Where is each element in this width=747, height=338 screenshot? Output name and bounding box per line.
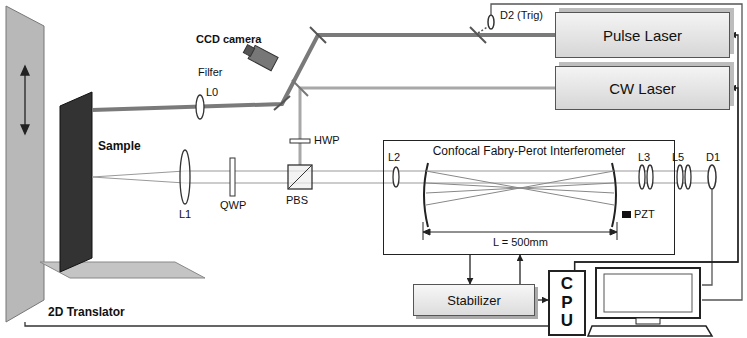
computer-monitor [588, 268, 712, 336]
part-label: CCD camera [196, 33, 261, 46]
pbs-diagonal [288, 165, 312, 189]
lens-l3 [647, 165, 653, 189]
laser-box: Pulse Laser [555, 12, 730, 58]
part-label: HWP [314, 134, 340, 147]
part-label: L = 500mm [493, 236, 548, 249]
mirror [274, 96, 290, 110]
mirror [310, 27, 326, 43]
pzt-block [622, 211, 631, 218]
mirror [292, 80, 308, 96]
pbs-cube [288, 165, 312, 189]
node-label: Pulse Laser [603, 27, 682, 44]
stabilizer-box: Stabilizer [413, 284, 535, 316]
ccd-camera [242, 42, 278, 71]
part-label: D1 [706, 151, 720, 164]
lens-l5 [677, 165, 683, 189]
translator-wall [6, 6, 44, 322]
trigger-path [478, 26, 489, 33]
part-label: L5 [672, 151, 684, 164]
cavity-rays [426, 171, 614, 205]
part-label: Sample [98, 140, 141, 154]
translator-arrow [21, 66, 29, 134]
lens-l3 [639, 165, 645, 189]
lens-l1 [180, 150, 190, 204]
cpu-box: CPU [548, 270, 586, 336]
pulse-beam [92, 35, 555, 110]
part-label: Filfer [198, 66, 222, 79]
part-label: D2 (Trig) [500, 9, 543, 22]
cavity-mirror [424, 163, 428, 227]
signal-connector [535, 299, 548, 300]
translator-wire [25, 322, 548, 326]
part-label: QWP [220, 199, 246, 212]
node-label: CW Laser [609, 80, 676, 97]
part-label: L3 [638, 151, 650, 164]
qwp-plate [230, 158, 235, 196]
part-label: L2 [388, 151, 400, 164]
signal-connector [469, 255, 470, 284]
detector-wire [702, 189, 712, 285]
node-label: CPU [559, 275, 576, 331]
part-label: PZT [634, 208, 655, 221]
part-label: PBS [286, 194, 308, 207]
cavity-mirror [612, 163, 616, 227]
part-label: L1 [179, 208, 191, 221]
signal-connector [575, 88, 738, 270]
beam-splitter [470, 27, 486, 43]
node-label: Stabilizer [447, 293, 500, 308]
sample-plate [60, 92, 92, 272]
part-label: L0 [206, 86, 218, 99]
laser-box: CW Laser [555, 66, 730, 110]
lens-l2 [393, 167, 399, 187]
lens-l5 [685, 165, 691, 189]
detector-d1 [708, 165, 716, 189]
signal-connector [519, 255, 520, 284]
part-label: 2D Translator [48, 306, 125, 320]
lens-l0 [196, 95, 204, 119]
hwp-plate [290, 139, 310, 143]
node-label: Confocal Fabry-Perot Interferometer [384, 144, 674, 158]
detector-d2 [488, 15, 494, 29]
